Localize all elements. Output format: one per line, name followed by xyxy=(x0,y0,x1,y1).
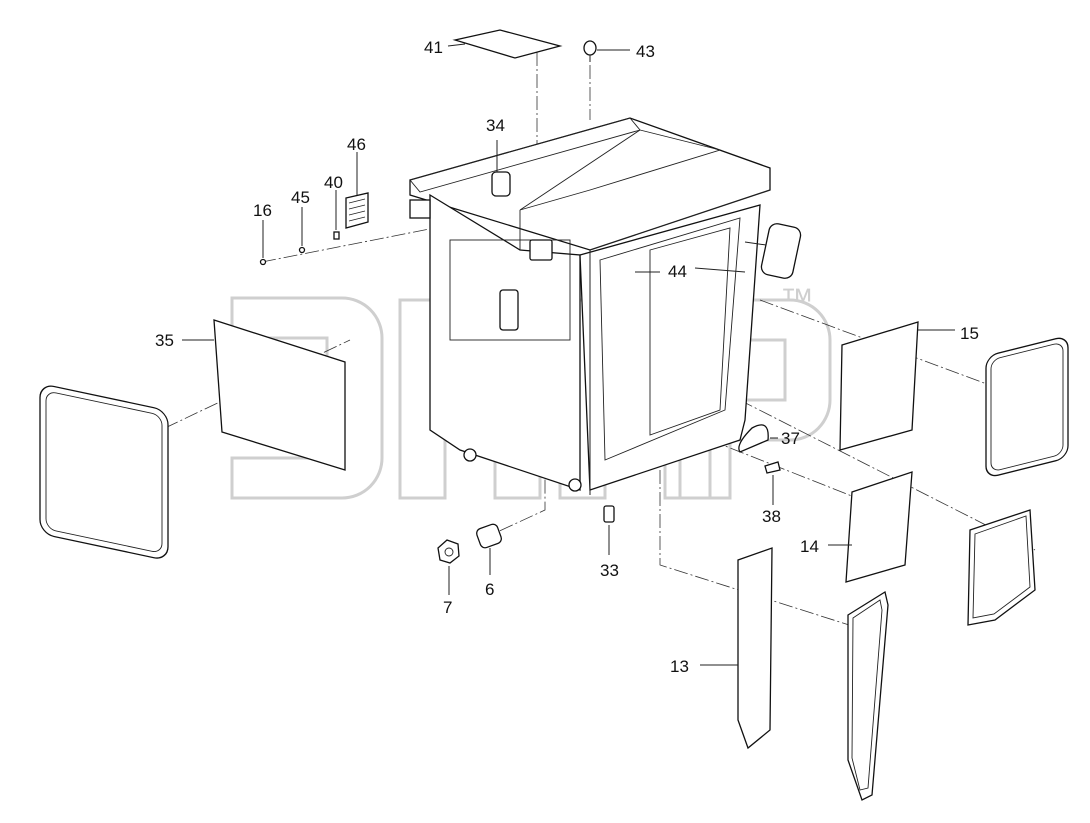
callout-15: 15 xyxy=(960,324,979,343)
leader-lines xyxy=(447,43,660,273)
door-seal-frame-13 xyxy=(847,590,889,801)
bushing-6 xyxy=(476,523,502,575)
lock-33 xyxy=(603,505,615,555)
callout-6: 6 xyxy=(485,580,494,599)
mirror-44 xyxy=(694,223,802,279)
trademark-symbol: ™ xyxy=(780,282,814,320)
nut-7 xyxy=(437,539,460,595)
roof-pad-41 xyxy=(452,29,563,59)
vent-grille-46 xyxy=(345,152,369,229)
callout-16: 16 xyxy=(253,201,272,220)
callout-43: 43 xyxy=(636,42,655,61)
side-glass-15 xyxy=(839,321,955,451)
cab-body xyxy=(409,117,771,495)
door-glass-13 xyxy=(700,547,773,750)
callout-13: 13 xyxy=(670,657,689,676)
handle-37 xyxy=(738,424,778,453)
callout-14: 14 xyxy=(800,537,819,556)
callout-41: 41 xyxy=(424,38,443,57)
side-seal-frame-14 xyxy=(967,509,1036,626)
callout-35: 35 xyxy=(155,331,174,350)
callout-33: 33 xyxy=(600,561,619,580)
rear-seal-frame xyxy=(39,385,169,559)
callout-38: 38 xyxy=(762,507,781,526)
fasteners-16-45-40 xyxy=(259,190,340,266)
callout-37: 37 xyxy=(781,429,800,448)
callout-46: 46 xyxy=(347,135,366,154)
callout-40: 40 xyxy=(324,173,343,192)
callout-44: 44 xyxy=(668,262,687,281)
side-glass-14 xyxy=(828,471,913,583)
rear-glass-35 xyxy=(182,319,346,471)
callout-45: 45 xyxy=(291,188,310,207)
callout-7: 7 xyxy=(443,598,452,617)
eye-bolt-43 xyxy=(583,40,597,62)
beacon-34 xyxy=(491,140,511,197)
side-seal-frame-15 xyxy=(985,337,1069,477)
latch-38 xyxy=(764,461,781,505)
callout-labels: 41 43 34 46 40 45 16 44 35 15 37 38 14 3… xyxy=(155,38,979,676)
callout-34: 34 xyxy=(486,116,505,135)
